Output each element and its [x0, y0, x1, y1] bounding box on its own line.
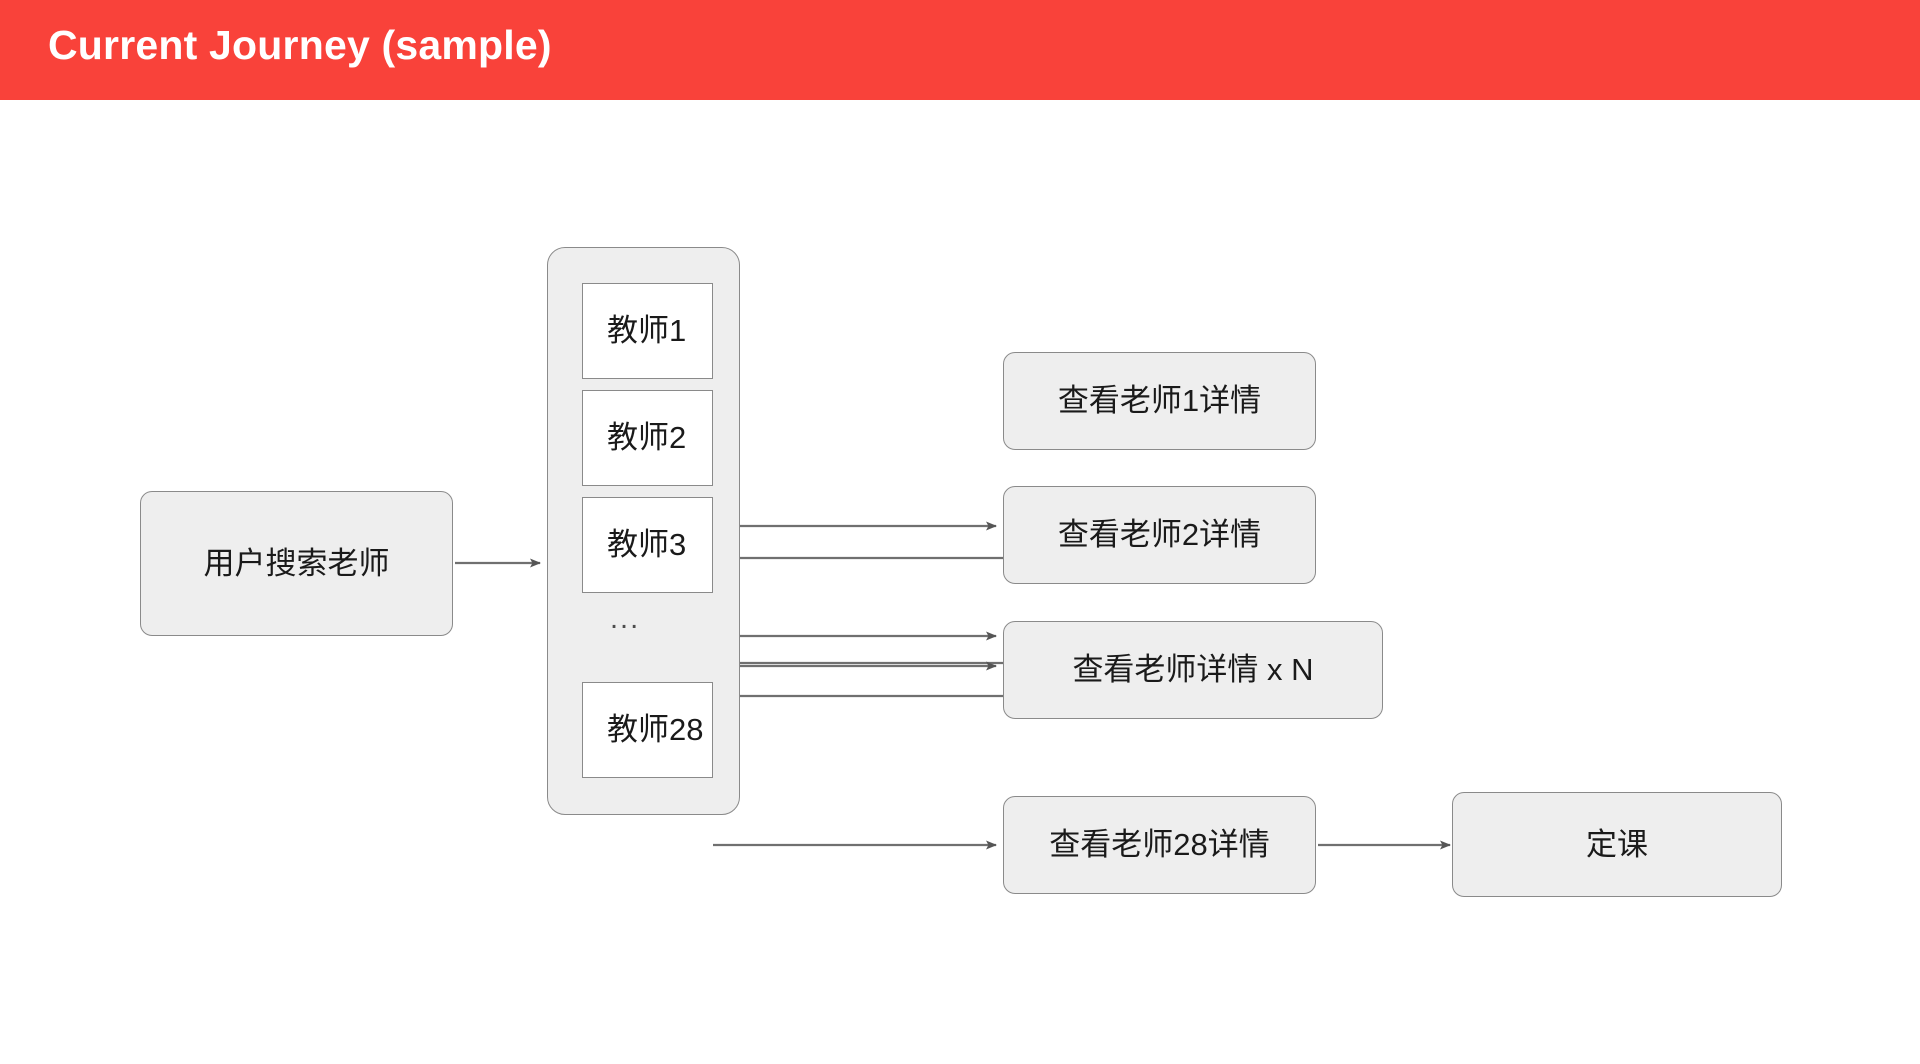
node-label: 查看老师详情 x N [1072, 652, 1314, 688]
flowchart-canvas: 用户搜索老师 教师1 教师2 教师3 ... 教师28 查看老师1详情 查看老师… [0, 100, 1920, 1064]
node-view-teacher28-detail[interactable]: 查看老师28详情 [1003, 796, 1316, 894]
list-item[interactable]: 教师2 [582, 390, 713, 486]
list-item[interactable]: 教师3 [582, 497, 713, 593]
node-label: 查看老师2详情 [1057, 517, 1262, 553]
list-item-label: 教师28 [607, 712, 704, 748]
node-label: 查看老师28详情 [1049, 827, 1270, 863]
node-label: 查看老师1详情 [1057, 383, 1262, 419]
list-item[interactable]: 教师1 [582, 283, 713, 379]
list-ellipsis: ... [610, 603, 641, 635]
header-bar: Current Journey (sample) [0, 0, 1920, 100]
node-book-class[interactable]: 定课 [1452, 792, 1782, 897]
node-view-teacher-detail-xn[interactable]: 查看老师详情 x N [1003, 621, 1383, 719]
page-title: Current Journey (sample) [48, 22, 552, 68]
list-item[interactable]: 教师28 [582, 682, 713, 778]
list-item-label: 教师3 [607, 527, 687, 563]
list-item-label: 教师2 [607, 420, 687, 456]
node-view-teacher2-detail[interactable]: 查看老师2详情 [1003, 486, 1316, 584]
node-view-teacher1-detail[interactable]: 查看老师1详情 [1003, 352, 1316, 450]
node-label: 用户搜索老师 [203, 545, 390, 581]
node-label: 定课 [1586, 826, 1648, 862]
node-user-search-teacher[interactable]: 用户搜索老师 [140, 491, 453, 636]
list-item-label: 教师1 [607, 313, 687, 349]
